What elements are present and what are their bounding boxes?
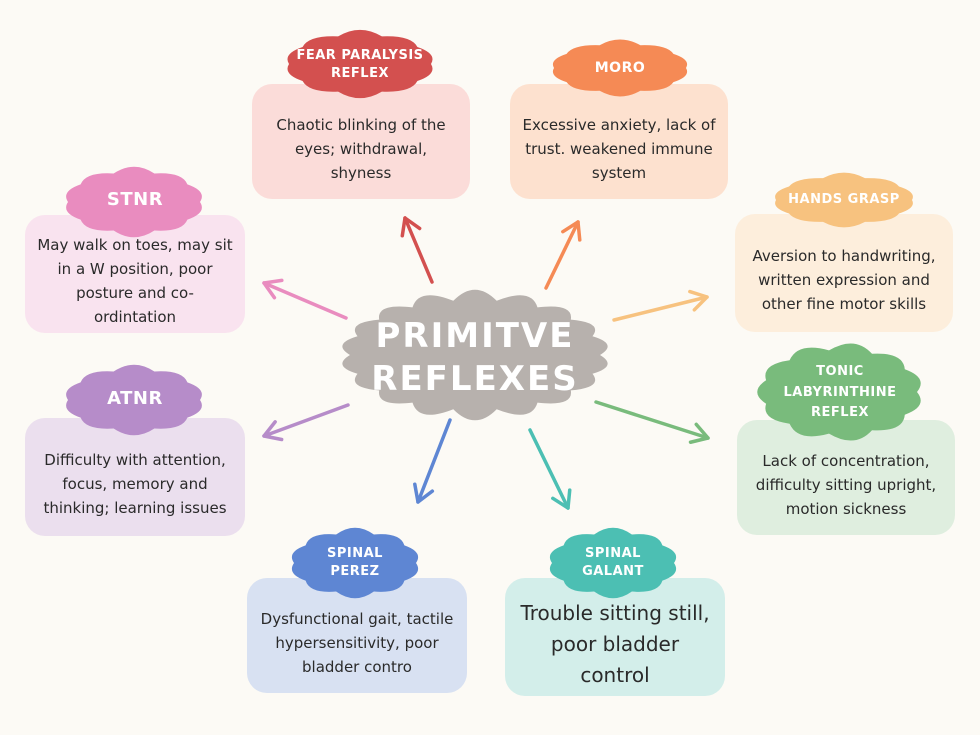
arrowhead-atnr: [262, 420, 284, 442]
cloud-tonic-labyrinthine: [757, 343, 921, 441]
card-moro: Excessive anxiety, lack of trust. weaken…: [510, 84, 728, 199]
cloud-stnr: [66, 166, 202, 238]
arrow-fear-paralysis: [403, 216, 434, 284]
cloud-spinal-galant: [549, 527, 677, 599]
card-hands-grasp: Aversion to handwriting, written express…: [735, 214, 953, 332]
arrow-stnr: [262, 281, 348, 320]
arrow-spinal-galant: [528, 428, 570, 510]
cloud-moro: [552, 39, 688, 97]
arrowhead-spinal-perez: [413, 482, 435, 504]
card-text-fear-paralysis: Chaotic blinking of the eyes; withdrawal…: [276, 115, 446, 182]
arrowhead-tonic-labyrinthine: [688, 422, 710, 445]
arrowhead-stnr: [262, 278, 284, 300]
arrow-atnr: [262, 403, 350, 438]
arrow-spinal-perez: [416, 418, 452, 504]
cloud-hands-grasp: [775, 172, 913, 228]
cloud-fear-paralysis: [287, 29, 433, 99]
card-text-stnr: May walk on toes, may sit in a W positio…: [37, 236, 233, 326]
card-stnr: May walk on toes, may sit in a W positio…: [25, 215, 245, 333]
cloud-spinal-perez: [291, 527, 419, 599]
arrowhead-moro: [561, 220, 582, 242]
center-title-line2: REFLEXES: [371, 358, 579, 399]
arrowhead-spinal-galant: [551, 488, 572, 510]
center-title: PRIMITVE REFLEXES: [340, 300, 610, 415]
arrowhead-fear-paralysis: [400, 216, 422, 238]
arrowhead-hands-grasp: [688, 289, 709, 312]
arrow-tonic-labyrinthine: [594, 400, 710, 440]
card-atnr: Difficulty with attention, focus, memory…: [25, 418, 245, 536]
center-cloud: [342, 289, 608, 421]
card-fear-paralysis: Chaotic blinking of the eyes; withdrawal…: [252, 84, 470, 199]
cloud-atnr: [66, 364, 202, 436]
arrow-hands-grasp: [612, 295, 709, 322]
card-text-spinal-perez: Dysfunctional gait, tactile hypersensiti…: [260, 609, 454, 676]
card-text-spinal-galant: Trouble sitting still, poor bladder cont…: [520, 600, 710, 687]
card-text-tonic-labyrinthine: Lack of concentration, difficulty sittin…: [755, 451, 937, 518]
card-text-hands-grasp: Aversion to handwriting, written express…: [752, 247, 936, 313]
arrow-moro: [544, 220, 580, 290]
card-text-moro: Excessive anxiety, lack of trust. weaken…: [522, 115, 716, 182]
center-title-line1: PRIMITVE: [375, 316, 575, 356]
card-text-atnr: Difficulty with attention, focus, memory…: [43, 451, 227, 517]
